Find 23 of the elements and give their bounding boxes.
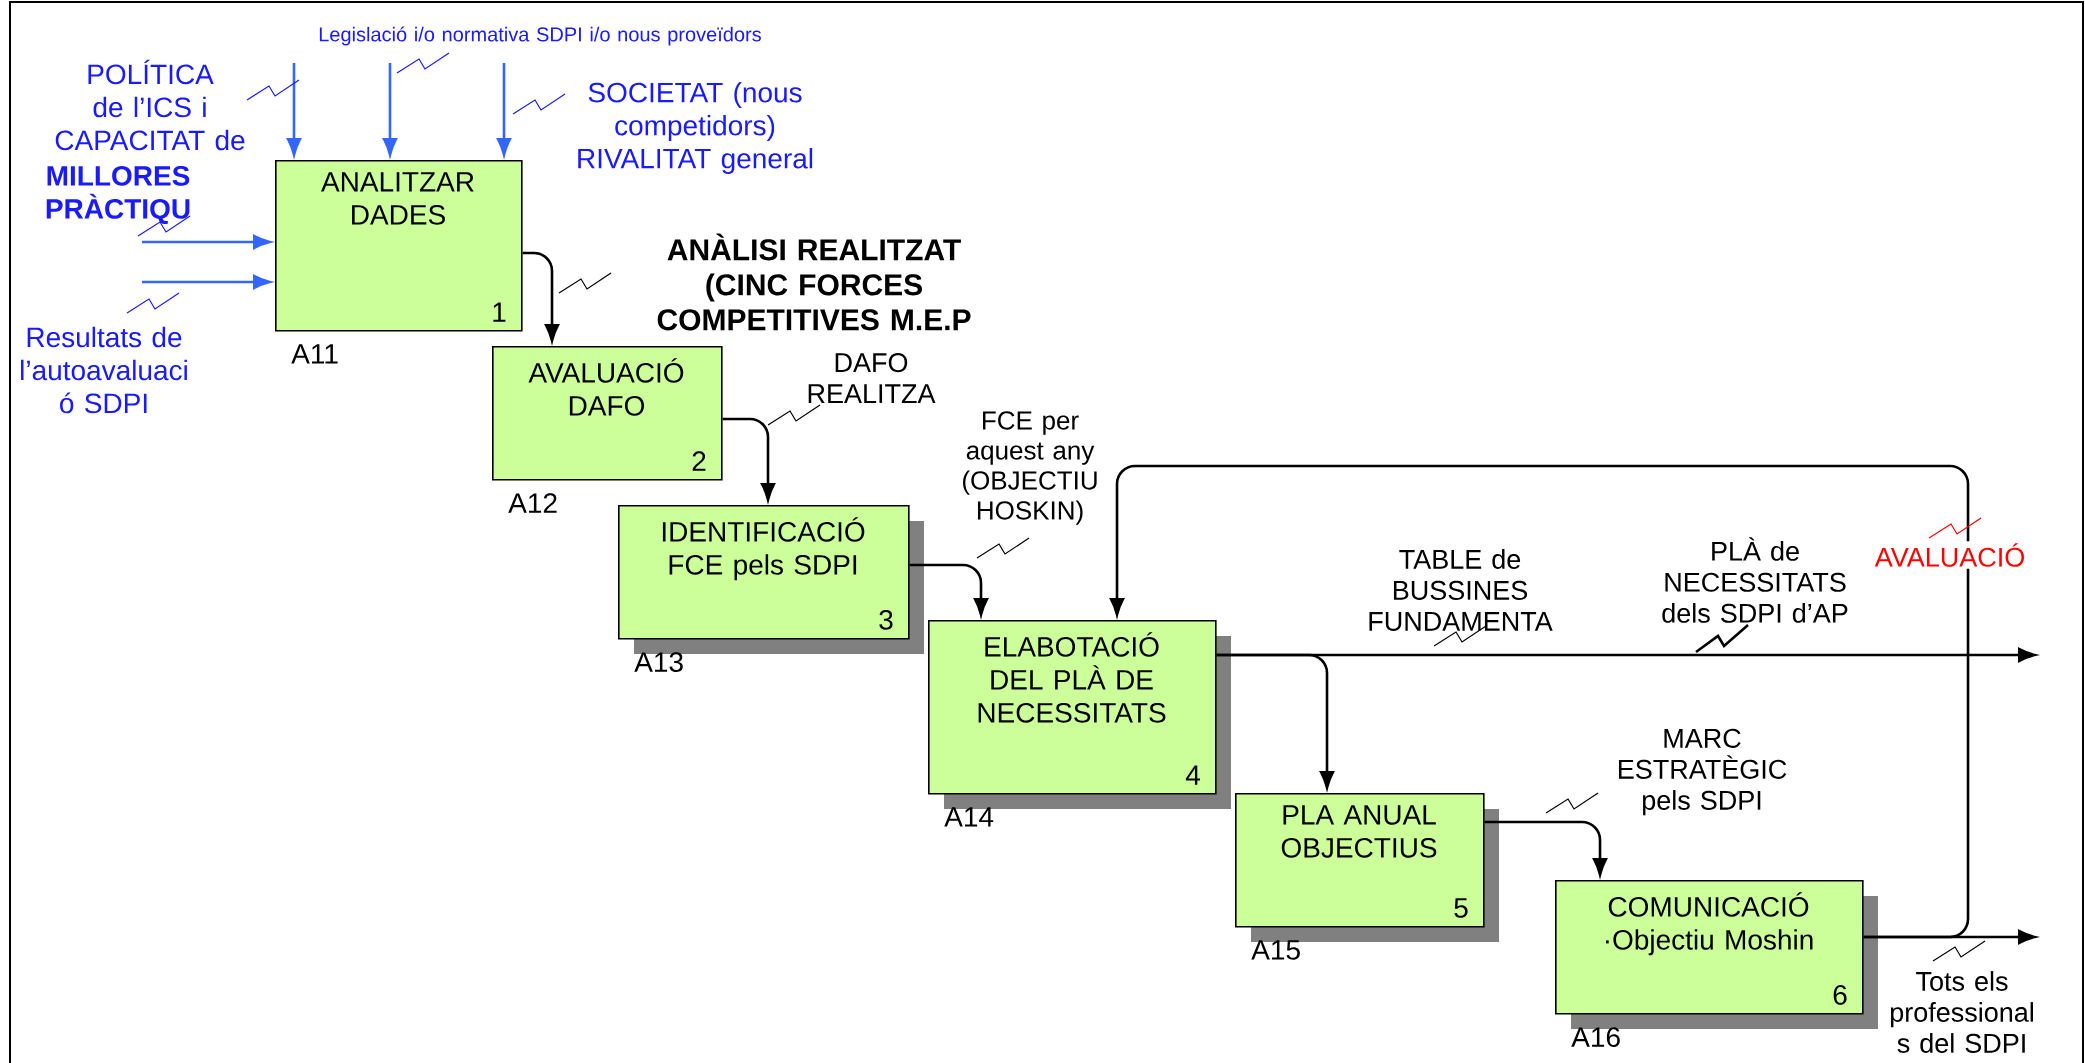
arrow	[1109, 464, 1970, 939]
edge-label: TABLE de BUSSINES FUNDAMENTA	[1369, 549, 1553, 631]
edge-label: ANÀLISI REALITZAT (CINC FORCES COMPETITIVES M.E.P	[657, 233, 971, 331]
activity-number: A11	[291, 344, 338, 364]
leader-line	[1695, 624, 1749, 654]
edge-label: AVALUACIÓ	[1868, 541, 2032, 569]
activity-number: A16	[1571, 1027, 1620, 1048]
edge-label: MARC ESTRATÈGIC pels SDPI	[1618, 728, 1787, 816]
edge-label: DAFO REALITZA	[808, 353, 936, 403]
process-box: ANALITZAR DADES 1	[275, 160, 523, 332]
edge-label: MILLORES PRÀCTIQU	[46, 166, 190, 225]
process-box: AVALUACIÓ DAFO 2	[492, 346, 723, 481]
edge-label: SOCIETAT (nous competidors) RIVALITAT general	[578, 81, 813, 175]
activity-number: A14	[944, 807, 994, 827]
edge-label: POLÍTICA de l’ICS i CAPACITAT de	[55, 59, 245, 151]
edge-label: Tots els professional s del SDPI	[1890, 971, 2033, 1053]
activity-number: A15	[1251, 940, 1300, 960]
activity-number: A13	[634, 652, 683, 673]
activity-number: A12	[508, 493, 557, 513]
edge-label: Legislació i/o normativa SDPI i/o nous proveïdors	[319, 26, 761, 46]
edge-label: Resultats de l’autoavaluaci ó SDPI	[21, 326, 187, 414]
edge-label: FCE per aquest any (OBJECTIU HOSKIN)	[963, 411, 1097, 525]
flow-label: PLÀ de NECESSITATS dels SDPI d’AP	[1662, 537, 1848, 623]
